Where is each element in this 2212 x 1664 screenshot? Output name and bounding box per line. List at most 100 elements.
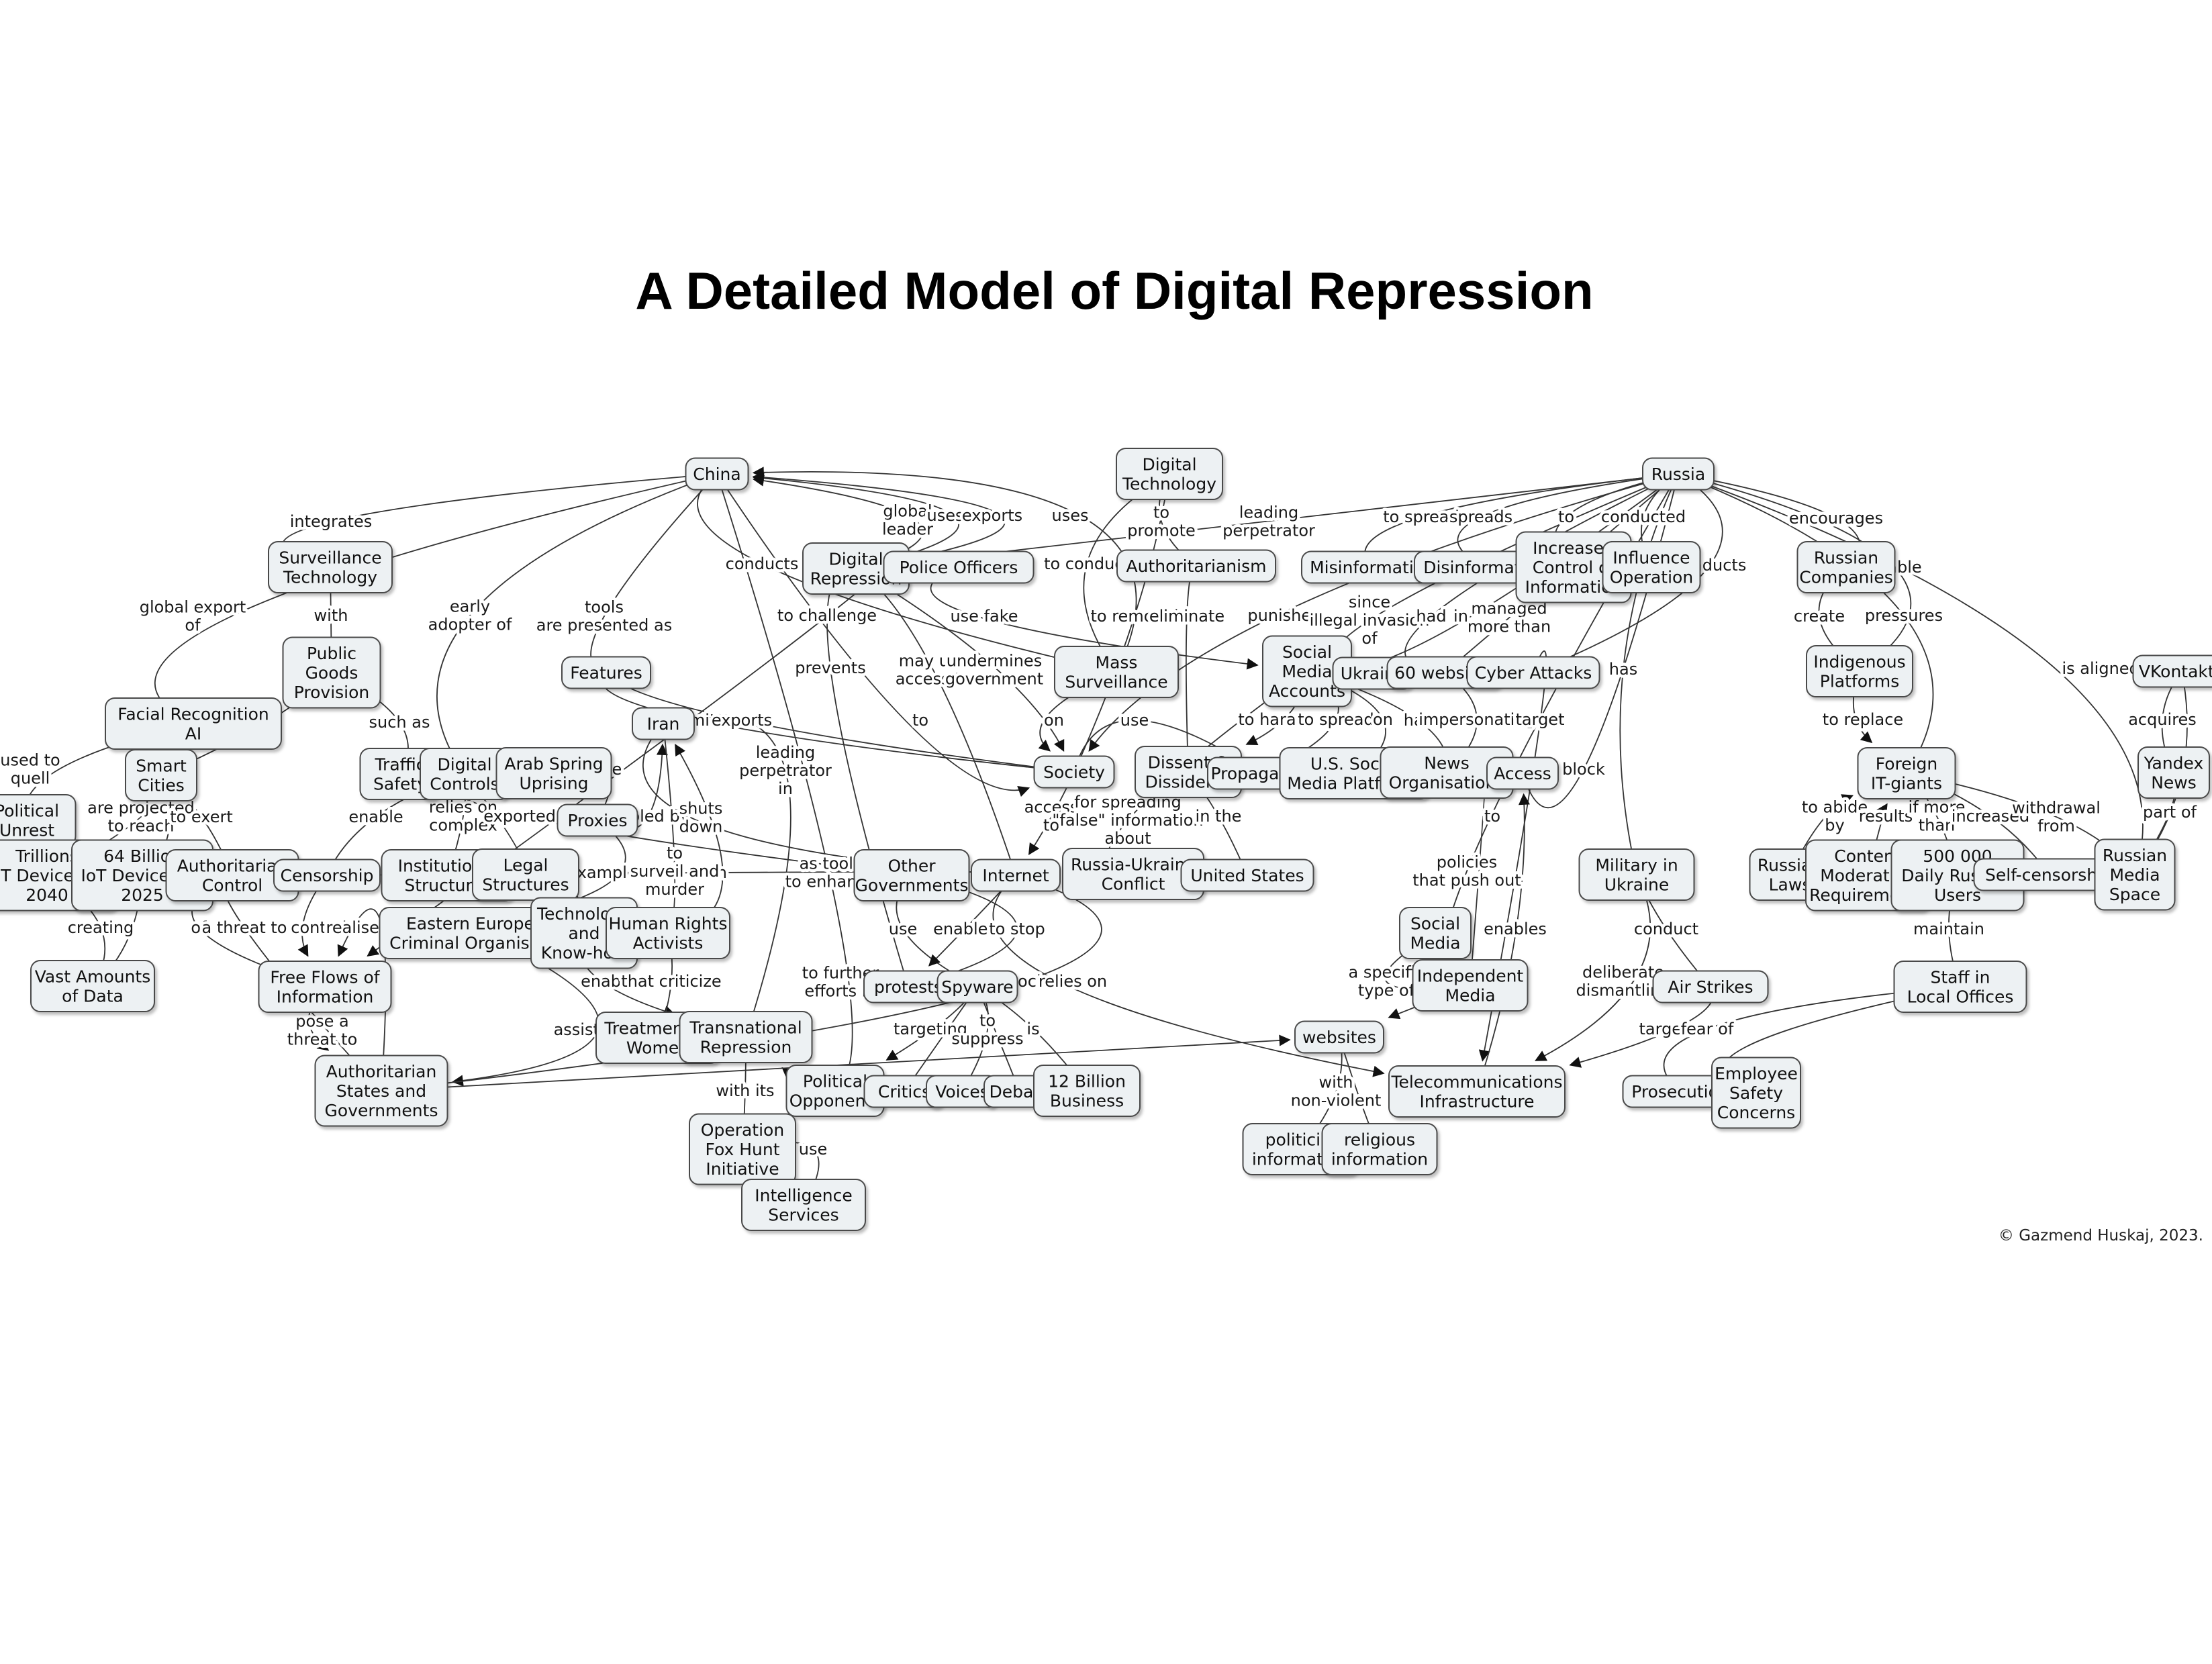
edge-label-trillions-vad: creating <box>68 918 134 937</box>
edge-telecom-access <box>1476 793 1530 1092</box>
edge-label-censorship-ffoi: to control <box>270 918 347 937</box>
svg-text:Air Strikes: Air Strikes <box>1668 977 1753 997</box>
edge-label-digrep-china: exports <box>962 506 1022 525</box>
node-selfcens: Self-censorship <box>1973 858 2125 891</box>
edge-label-sixty-newsorg: impersonating <box>1418 710 1535 729</box>
node-critics: Critics <box>863 1075 945 1108</box>
edge-label-russia-ruscomp: encourages <box>1789 509 1883 528</box>
edge-label-sma-propaganda: to spread <box>1298 710 1374 729</box>
svg-text:Self-censorship: Self-censorship <box>1985 865 2113 885</box>
edge-label-russia-fig: pressures <box>1865 606 1943 625</box>
edge-label-fivehund-staff: maintain <box>1913 920 1984 938</box>
edge-label-tkh-transrep: enables <box>581 972 644 991</box>
svg-text:Censorship: Censorship <box>281 866 374 885</box>
edge-miluk-telecom <box>1535 874 1651 1061</box>
edge-china-digctrl <box>436 473 718 775</box>
edge-cyber-telecom <box>1478 650 1547 1062</box>
node-airstrikes: Air Strikes <box>1652 970 1769 1004</box>
node-access: Access <box>1486 756 1559 790</box>
edge-label-digctrl-censorship: enable <box>348 807 403 826</box>
node-iran: Iran <box>632 707 695 740</box>
edge-label-indig-fig: to replace <box>1823 710 1903 729</box>
edge-label-russia-infop: conducted <box>1601 507 1686 526</box>
edge-label-fig-selfcens: increased <box>1952 807 2029 826</box>
node-misinfo: Misinformation <box>1301 550 1443 584</box>
node-russia: Russia <box>1642 457 1715 491</box>
edge-staff-prosecution <box>1663 986 1961 1092</box>
edge-label-yandex-rms: part of <box>2143 803 2197 822</box>
edge-internet-telecom <box>992 875 1385 1077</box>
svg-text:Spyware: Spyware <box>941 977 1013 997</box>
edge-label-ruscomp-indig: create <box>1794 607 1845 626</box>
edge-label-internet-protests: enables <box>933 920 996 938</box>
edge-label-russia-misinfo: to spread <box>1383 507 1459 526</box>
edge-label-telecom-access: enables <box>1484 920 1547 938</box>
node-vk: VKontakte <box>2132 654 2212 688</box>
svg-text:Access: Access <box>1494 764 1551 783</box>
edge-label-miluk-airstrikes: conduct <box>1634 920 1698 938</box>
node-internet: Internet <box>971 859 1061 892</box>
edge-label-russia-access: block <box>1562 760 1605 779</box>
edge-label-masssurv-society: on <box>1044 711 1064 730</box>
edge-russia-rms <box>1678 473 2144 875</box>
svg-text:Police Officers: Police Officers <box>900 558 1018 577</box>
edge-label-hra-iran: in <box>712 863 727 882</box>
edge-label-police-sma: use fake <box>950 607 1018 626</box>
edge-label-digrep-protests: prevents <box>795 658 865 677</box>
edge-label-smart-authctrl: to exert <box>170 807 233 826</box>
edge-label-othergov-spyware: use <box>889 920 917 938</box>
edge-label-russia-incctrl: to <box>1558 507 1574 526</box>
edge-label-digrep-ffoi: to challenge <box>777 606 877 625</box>
edge-russia-fig <box>1678 473 1934 774</box>
node-authnism: Authoritarianism <box>1116 549 1276 583</box>
edge-label-opfox-intserv: use <box>799 1140 827 1159</box>
edge-label-survtech-pgp: with <box>314 606 348 625</box>
